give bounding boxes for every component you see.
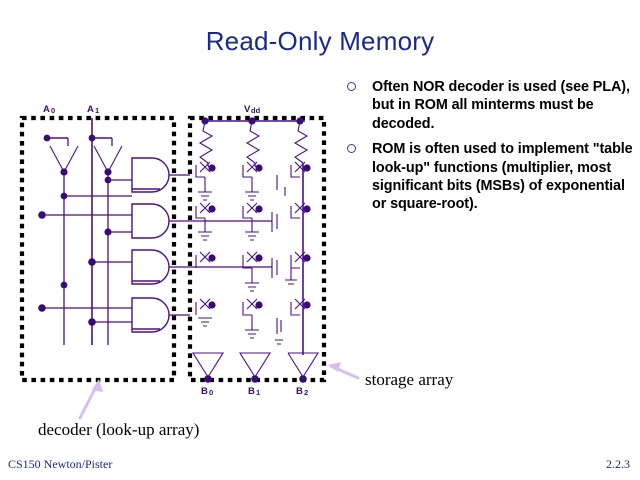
pullup-resistor-0	[198, 120, 214, 164]
and-gate-1	[60, 157, 190, 200]
pullup-resistor-1	[245, 120, 261, 164]
circle-bullet-icon	[347, 144, 356, 154]
bullet-list: Often NOR decoder is used (see PLA), but…	[341, 78, 633, 221]
label-a1: A	[87, 104, 94, 115]
label-vdd: V	[244, 104, 251, 115]
svg-text:0: 0	[51, 106, 55, 115]
svg-text:1: 1	[256, 388, 260, 397]
bullet-item-1: ROM is often used to implement "table lo…	[341, 140, 633, 214]
svg-text:0: 0	[209, 388, 213, 397]
label-b1: B	[248, 386, 255, 397]
and-gate-3	[60, 249, 190, 289]
decoder-callout-arrow	[78, 379, 103, 420]
svg-text:dd: dd	[251, 106, 261, 115]
decoder-dashed-boundary	[19, 115, 177, 383]
label-b2: B	[296, 386, 303, 397]
rom-cell-row4	[195, 298, 311, 345]
page-title: Read-Only Memory	[205, 26, 435, 56]
decoder-callout-label: decoder (look-up array)	[38, 420, 200, 439]
footer-course-label: CS150 Newton/Pister	[8, 457, 113, 471]
rom-cell-row1	[195, 161, 311, 201]
circle-bullet-icon	[347, 82, 356, 91]
svg-text:2: 2	[304, 388, 308, 397]
svg-text:1: 1	[95, 106, 99, 115]
decoder-internals: A 0 A 1	[38, 104, 190, 345]
and-gate-2	[38, 203, 190, 239]
and-gate-4	[38, 297, 190, 333]
output-buffer-1	[239, 352, 271, 383]
footer-slide-number: 2.2.3	[606, 457, 630, 471]
output-buffer-0	[192, 352, 224, 383]
storage-array-callout-arrow	[328, 362, 360, 380]
rom-cell-row3	[190, 251, 311, 292]
output-buffer-2	[287, 352, 319, 383]
bullet-text-0: Often NOR decoder is used (see PLA), but…	[372, 79, 630, 132]
rom-cell-row2	[190, 202, 311, 241]
storage-dashed-boundary	[187, 115, 327, 383]
label-a0: A	[43, 104, 50, 115]
storage-array-callout-label: storage array	[365, 370, 454, 389]
label-b0: B	[201, 386, 208, 397]
pullup-resistor-2	[293, 120, 309, 164]
bullet-text-1: ROM is often used to implement "table lo…	[372, 141, 633, 213]
storage-internals: V dd B 0 B 1 B 2	[190, 104, 319, 397]
bullet-item-0: Often NOR decoder is used (see PLA), but…	[341, 78, 633, 133]
